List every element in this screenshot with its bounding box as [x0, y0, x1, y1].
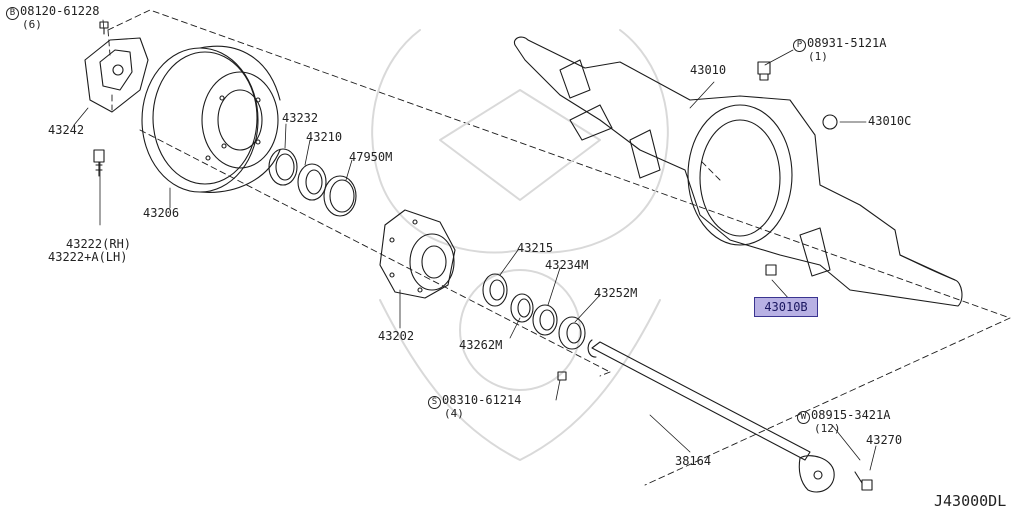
callout-43232: 43232: [282, 111, 319, 125]
oil-seal-43232-drawing: [268, 148, 298, 186]
seal-43252M-drawing: [558, 316, 586, 350]
ring-47950M-drawing: [323, 175, 357, 217]
bearing-43234M-drawing: [532, 304, 558, 336]
bolt-08120-drawing: [99, 21, 109, 35]
bolt-43270-drawing: [854, 471, 873, 491]
callout-43222-rh: 43222(RH): [66, 237, 132, 251]
part-number: 08915-3421A: [811, 408, 891, 422]
callout-43222-lh: 43222+A(LH): [48, 250, 128, 264]
callout-43010C: 43010C: [868, 114, 912, 128]
part-number: 08931-5121A: [807, 36, 887, 50]
breather-43010C-drawing: [822, 114, 838, 130]
part-43010B-drawing: [765, 264, 777, 276]
callout-43215: 43215: [517, 241, 554, 255]
callout-43210: 43210: [306, 130, 343, 144]
callout-43242: 43242: [48, 123, 85, 137]
callout-43202: 43202: [378, 329, 415, 343]
callout-43270: 43270: [866, 433, 903, 447]
callout-38164: 38164: [675, 454, 712, 468]
bolt-08310-drawing: [557, 371, 567, 381]
qty-08120: (6): [22, 18, 42, 31]
callout-43010B-highlighted[interactable]: 43010B: [754, 297, 818, 317]
diagram-code: J43000DL: [934, 492, 1007, 510]
symbol-w-icon: W: [797, 411, 810, 424]
qty-08915: (12): [814, 422, 841, 435]
symbol-p-icon: P: [793, 39, 806, 52]
callout-43010: 43010: [690, 63, 727, 77]
backing-plate-drawing: [84, 37, 149, 113]
bearing-43215-drawing: [482, 273, 508, 307]
axle-housing-drawing: [513, 36, 963, 307]
part-number: 08120-61228: [20, 4, 100, 18]
callout-43234M: 43234M: [545, 258, 589, 272]
callout-43262M: 43262M: [459, 338, 503, 352]
part-number: 08310-61214: [442, 393, 522, 407]
qty-08310: (4): [444, 407, 464, 420]
callout-43252M: 43252M: [594, 286, 638, 300]
callout-43206: 43206: [143, 206, 180, 220]
ring-43262M-drawing: [510, 293, 534, 323]
axle-shaft-drawing: [587, 339, 835, 493]
axle-hub-drawing: [379, 209, 456, 299]
wheel-stud-drawing: [93, 149, 105, 177]
qty-08931: (1): [808, 50, 828, 63]
brake-drum-drawing: [141, 45, 281, 193]
assembly-outline: [107, 9, 1011, 486]
callout-47950M: 47950M: [349, 150, 393, 164]
symbol-b-icon: B: [6, 7, 19, 20]
symbol-s-icon: S: [428, 396, 441, 409]
leader-lines: [73, 19, 877, 471]
bearing-43210-drawing: [297, 163, 327, 201]
watermark-emblem: [371, 29, 669, 461]
plug-08931-drawing: [757, 61, 771, 81]
